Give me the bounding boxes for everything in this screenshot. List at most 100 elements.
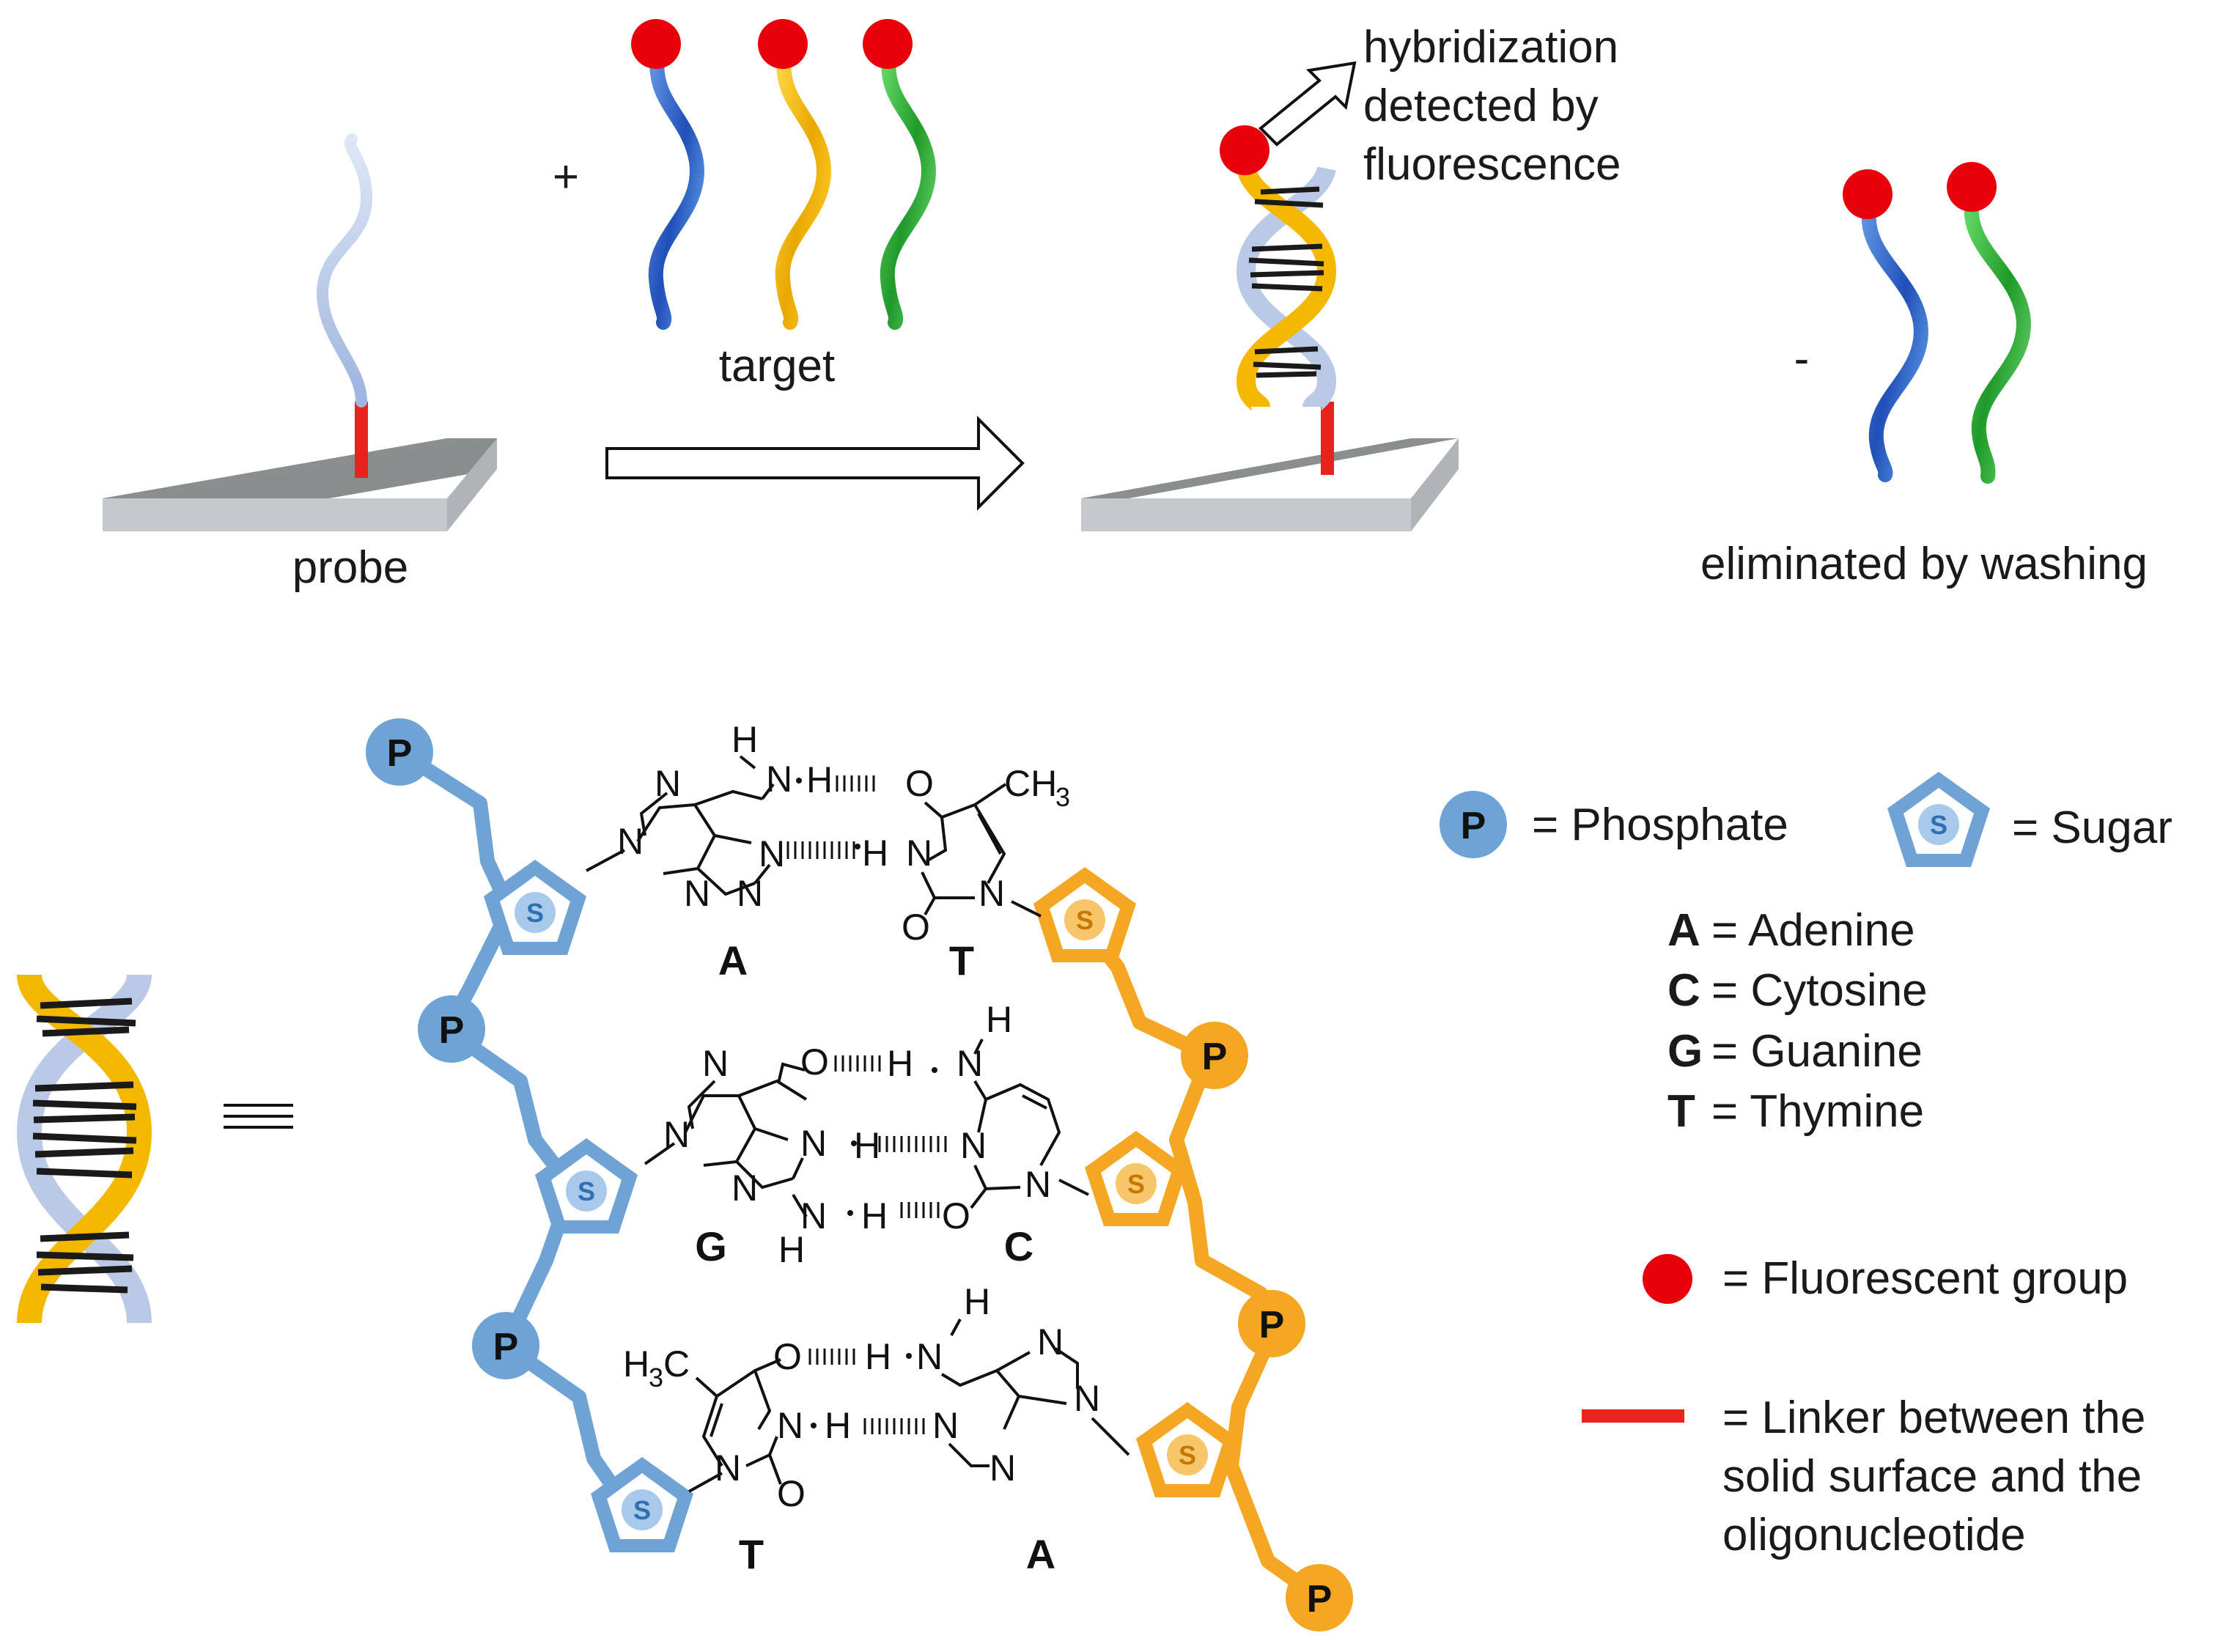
- legend-linker-icon: [1582, 1409, 1684, 1423]
- legend-base-letter: T: [1667, 1086, 1695, 1137]
- svg-text:H: H: [825, 1405, 851, 1446]
- washed-strands: - eliminated by washing: [1700, 162, 2148, 589]
- phosphate-label: P: [387, 732, 413, 775]
- base-pair-A-T: N N N N N N H H H O N O N CH 3 A T: [586, 719, 1070, 984]
- svg-text:O: O: [800, 1041, 829, 1083]
- surface-top-face: [1081, 438, 1459, 498]
- fluor-dot: [1220, 125, 1269, 175]
- svg-text:N: N: [655, 763, 681, 804]
- legend-fluor-text: = Fluorescent group: [1722, 1253, 2128, 1304]
- svg-text:H: H: [778, 1229, 805, 1270]
- legend-base-name: = Adenine: [1711, 905, 1915, 956]
- equivalence-sign: [224, 1104, 293, 1129]
- svg-text:O: O: [942, 1195, 970, 1236]
- hybrid-surface-group: hybridization detected by fluorescence: [1081, 22, 1621, 531]
- svg-text:N: N: [978, 873, 1005, 914]
- legend-linker-text-3: oligonucleotide: [1722, 1510, 2026, 1560]
- washing-label: eliminated by washing: [1700, 539, 2148, 589]
- svg-text:T: T: [739, 1531, 764, 1577]
- sugar-orange: S: [1033, 867, 1136, 962]
- probe-strand: [316, 133, 373, 408]
- legend-base-letter: C: [1667, 965, 1700, 1016]
- svg-text:3: 3: [649, 1362, 663, 1393]
- svg-text:N: N: [702, 1043, 729, 1084]
- probe-label: probe: [292, 542, 409, 593]
- svg-text:H: H: [865, 1336, 891, 1377]
- svg-text:N: N: [1025, 1164, 1051, 1205]
- svg-text:T: T: [949, 937, 974, 984]
- svg-text:N: N: [617, 821, 644, 862]
- adenine-structure: [586, 783, 775, 896]
- surface-side: [447, 438, 497, 531]
- surface-front: [103, 498, 447, 531]
- svg-text:H: H: [623, 1343, 649, 1384]
- svg-text:N: N: [932, 1405, 959, 1446]
- svg-text:S: S: [526, 898, 544, 928]
- svg-text:P: P: [1461, 805, 1486, 847]
- svg-text:N: N: [759, 833, 785, 874]
- legend-base-name: = Cytosine: [1711, 965, 1928, 1016]
- svg-text:G: G: [695, 1223, 727, 1269]
- dna-icon: [16, 973, 152, 1324]
- phosphate-circle: [472, 1312, 539, 1379]
- washed-strand-green: [1964, 198, 2031, 484]
- surface-side: [1411, 438, 1459, 531]
- phosphate-circle: [1238, 1290, 1305, 1357]
- svg-text:C: C: [663, 1343, 690, 1384]
- thymine2-structure: [688, 1358, 782, 1493]
- sugar-orange: S: [1136, 1402, 1239, 1497]
- svg-text:S: S: [1179, 1440, 1196, 1470]
- legend-phosphate-icon: [1440, 791, 1507, 858]
- svg-text:A: A: [1026, 1531, 1055, 1577]
- phosphate-circle: [418, 995, 485, 1063]
- target-strand-yellow: [775, 50, 831, 330]
- target-strands: target: [631, 19, 936, 391]
- phosphate-label: P: [439, 1009, 465, 1052]
- base-pair-G-C: N N N N O N H H N H H N H O N G C: [644, 999, 1089, 1270]
- surface-top-face: [103, 438, 497, 498]
- svg-text:S: S: [578, 1176, 595, 1206]
- target-strand-blue: [648, 50, 704, 330]
- svg-text:H: H: [854, 1125, 880, 1166]
- svg-text:N: N: [715, 1448, 741, 1489]
- legend-fluor-icon: [1643, 1254, 1692, 1304]
- svg-text:C: C: [1004, 1223, 1033, 1269]
- svg-text:A: A: [718, 937, 748, 984]
- legend-base-letter: G: [1667, 1026, 1703, 1077]
- svg-text:N: N: [663, 1114, 690, 1155]
- process-arrow: [605, 416, 1025, 511]
- target-label: target: [719, 341, 836, 391]
- hybrid-linker: [1321, 402, 1334, 475]
- plus-sign: +: [553, 152, 579, 202]
- minus-sign: -: [1794, 333, 1810, 384]
- thymine-structure: [921, 783, 1042, 918]
- svg-text:H: H: [806, 759, 833, 800]
- phosphate-label: P: [493, 1326, 519, 1368]
- sugars: S S S S S S: [484, 860, 1239, 1552]
- adenine2-structure: [940, 1347, 1130, 1467]
- detection-label-line3: fluorescence: [1363, 139, 1621, 190]
- dna-icon-yellow-strand: [17, 973, 152, 1324]
- svg-text:H: H: [964, 1281, 990, 1322]
- svg-text:N: N: [989, 1448, 1016, 1489]
- detection-label-line2: detected by: [1363, 81, 1599, 131]
- svg-text:CH: CH: [1004, 763, 1057, 804]
- legend-linker-text-2: solid surface and the: [1722, 1451, 2142, 1502]
- fluor-dot: [863, 19, 913, 69]
- legend-base-letter: A: [1667, 905, 1700, 956]
- svg-text:H: H: [862, 833, 888, 874]
- svg-text:N: N: [916, 1336, 943, 1377]
- hybrid-helix: [1236, 166, 1337, 413]
- detection-label-line1: hybridization: [1363, 22, 1618, 73]
- svg-text:H: H: [887, 1043, 913, 1084]
- legend-base-name: = Thymine: [1711, 1086, 1924, 1137]
- detection-arrow: [1258, 61, 1357, 147]
- washed-strand-blue: [1861, 205, 1928, 482]
- svg-text:O: O: [777, 1473, 806, 1514]
- phosphate-circle: [366, 718, 433, 786]
- probe-linker: [355, 402, 368, 478]
- svg-text:N: N: [800, 1195, 827, 1236]
- legend-sugar-icon: S: [1887, 772, 1990, 867]
